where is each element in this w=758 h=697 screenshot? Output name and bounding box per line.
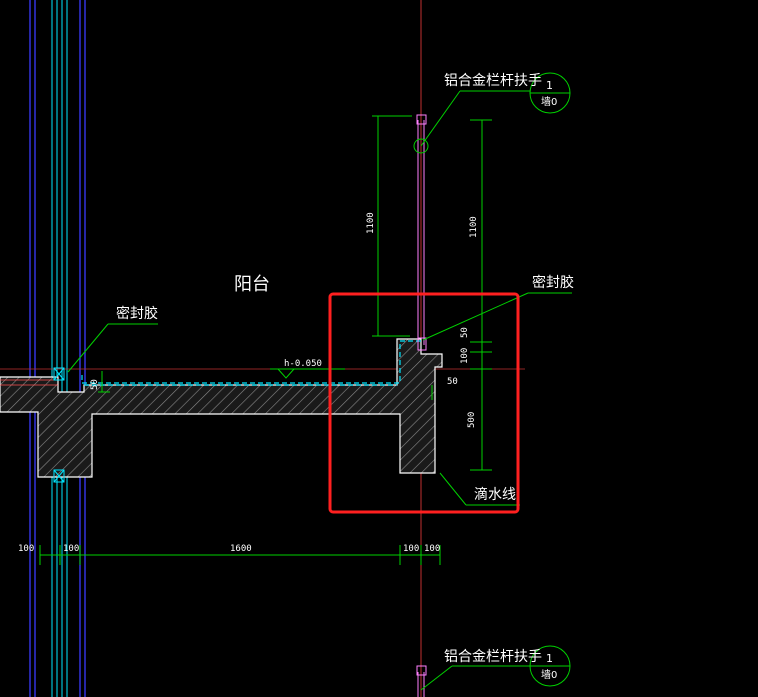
sealant-left-label: 密封胶: [116, 305, 158, 322]
wall-lines: [29, 0, 86, 697]
sealant-right-label: 密封胶: [532, 274, 574, 291]
detail-bubble-bottom: [529, 645, 571, 687]
detail-bubble-top: [529, 72, 571, 114]
dim-bottom-2: 100: [63, 544, 79, 554]
balcony-slab: [0, 338, 443, 478]
dim-rail-left: 1100: [366, 212, 376, 234]
leader-lines: [67, 90, 572, 691]
dim-drop-500: 500: [467, 412, 477, 428]
level-marker: [270, 368, 345, 379]
dim-rail-right: 1100: [469, 216, 479, 238]
axis-lines: [0, 0, 525, 697]
dim-gap-50: 50: [447, 377, 458, 387]
detail-no-bottom: 1: [546, 652, 553, 665]
railing-top-label: 铝合金栏杆扶手: [444, 73, 542, 89]
dim-slab-50: 50: [90, 379, 100, 390]
room-label: 阳台: [234, 274, 270, 295]
dim-bottom-1: 100: [18, 544, 34, 554]
dimension-lines: [39, 115, 492, 565]
detail-sheet-bottom: 墙0: [541, 668, 557, 681]
railing-bottom: [416, 665, 427, 697]
window-frame-markers: [53, 367, 65, 483]
dim-bottom-3: 1600: [230, 544, 252, 554]
detail-no-top: 1: [546, 79, 553, 92]
dim-bottom-5: 100: [424, 544, 440, 554]
level-label: h-0.050: [284, 359, 322, 369]
railing: [413, 114, 429, 351]
detail-sheet-top: 墙0: [541, 95, 557, 108]
highlight-box: [328, 292, 520, 514]
drip-line-label: 滴水线: [474, 486, 516, 503]
dim-upstand-50: 50: [460, 327, 470, 338]
dim-bottom-4: 100: [403, 544, 419, 554]
dim-upstand-100: 100: [460, 348, 470, 364]
railing-bottom-label: 铝合金栏杆扶手: [444, 649, 542, 665]
